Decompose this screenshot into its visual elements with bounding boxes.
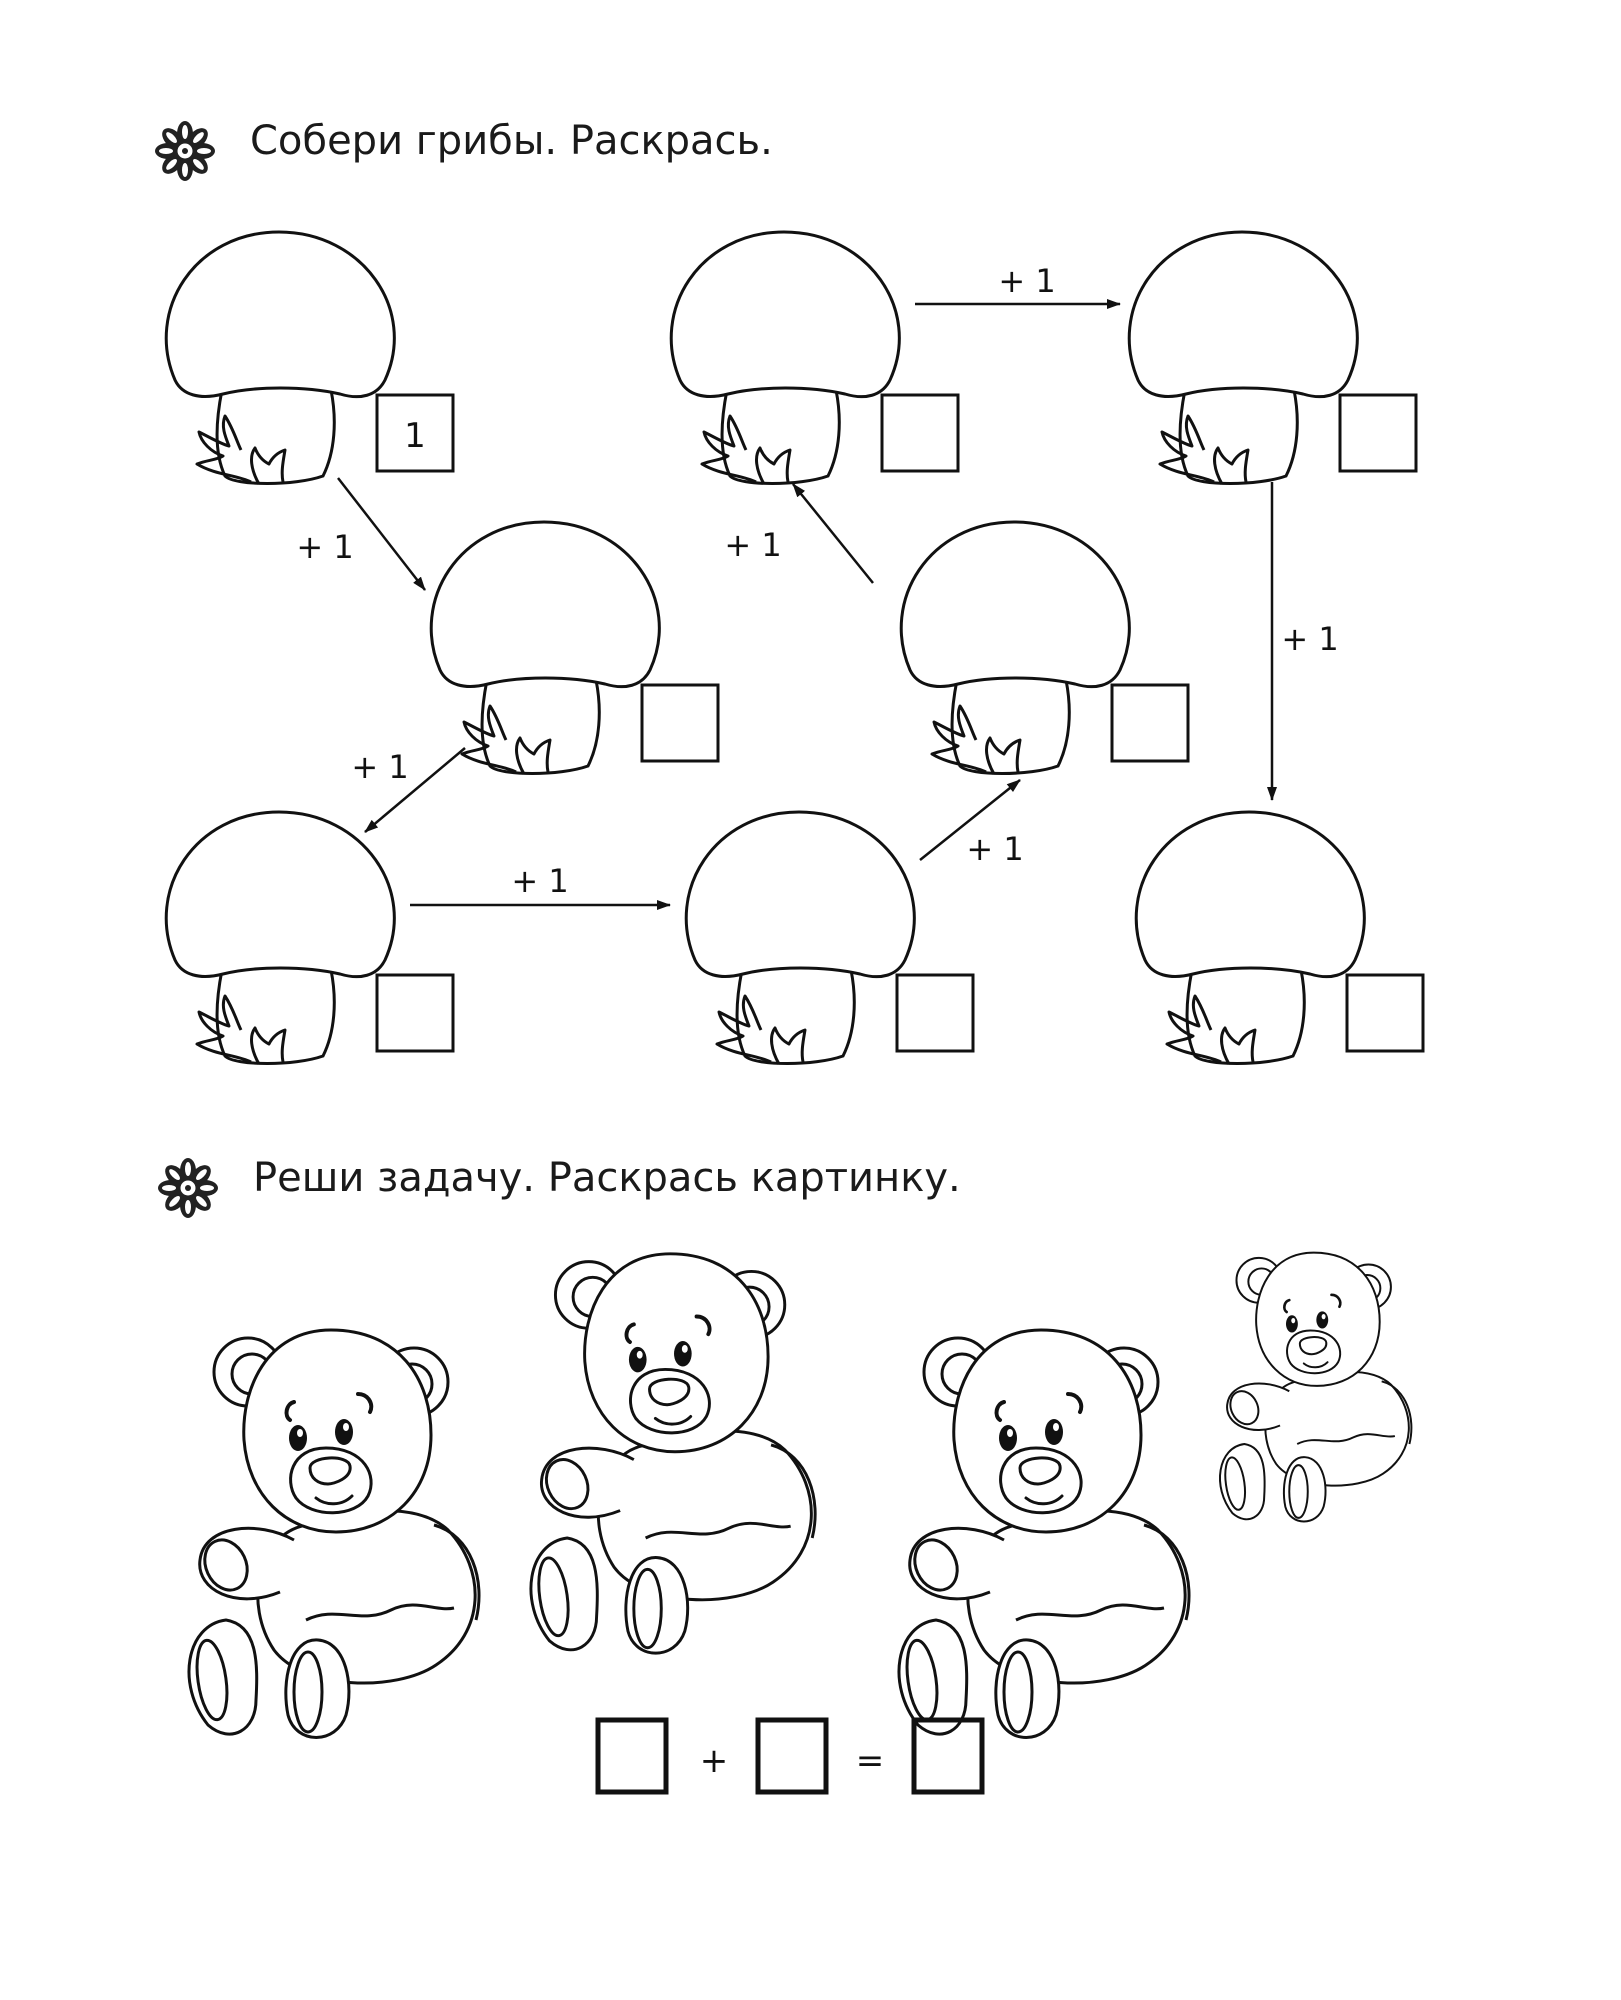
flower-icon [158, 1158, 218, 1218]
mushroom [164, 810, 455, 1066]
arrow [337, 477, 426, 591]
mushroom [669, 230, 960, 486]
answer-box-operand1[interactable] [595, 1717, 669, 1795]
bear [1218, 1251, 1413, 1523]
mushroom [429, 520, 720, 776]
answer-box-result[interactable] [911, 1717, 985, 1795]
step-label: + 1 [1281, 620, 1338, 658]
bear [528, 1251, 818, 1656]
answer-box[interactable] [880, 393, 960, 473]
mushroom-count: 1 [404, 416, 426, 456]
mushroom: 1 [164, 230, 455, 486]
step-label: + 1 [724, 526, 781, 564]
mushroom [1134, 810, 1425, 1066]
bear [896, 1328, 1192, 1740]
step-label: + 1 [296, 528, 353, 566]
task2-title: Реши задачу. Раскрась картинку. [253, 1155, 961, 1201]
task1-title: Собери грибы. Раскрась. [250, 118, 773, 164]
answer-box[interactable] [375, 393, 455, 473]
mushroom [899, 520, 1190, 776]
answer-box[interactable] [1338, 393, 1418, 473]
answer-box-operand2[interactable] [755, 1717, 829, 1795]
answer-box[interactable] [895, 973, 975, 1053]
step-label: + 1 [511, 862, 568, 900]
step-label: + 1 [966, 830, 1023, 868]
bear-group [186, 1251, 1413, 1740]
equation: + = [595, 1717, 985, 1795]
mushroom [1127, 230, 1418, 486]
arrow [919, 779, 1021, 861]
arrow [792, 483, 874, 584]
flower-icon [155, 121, 215, 181]
answer-box[interactable] [375, 973, 455, 1053]
bear [186, 1328, 482, 1740]
step-label: + 1 [998, 262, 1055, 300]
arrow [364, 747, 466, 833]
mushroom-chain: 1 + 1 + 1 + 1 + 1 + 1 + 1 + 1 [164, 230, 1425, 1066]
step-label: + 1 [351, 748, 408, 786]
answer-box[interactable] [1345, 973, 1425, 1053]
equals-sign: = [856, 1741, 885, 1781]
answer-box[interactable] [640, 683, 720, 763]
answer-box[interactable] [1110, 683, 1190, 763]
mushroom [684, 810, 975, 1066]
plus-sign: + [700, 1741, 729, 1781]
